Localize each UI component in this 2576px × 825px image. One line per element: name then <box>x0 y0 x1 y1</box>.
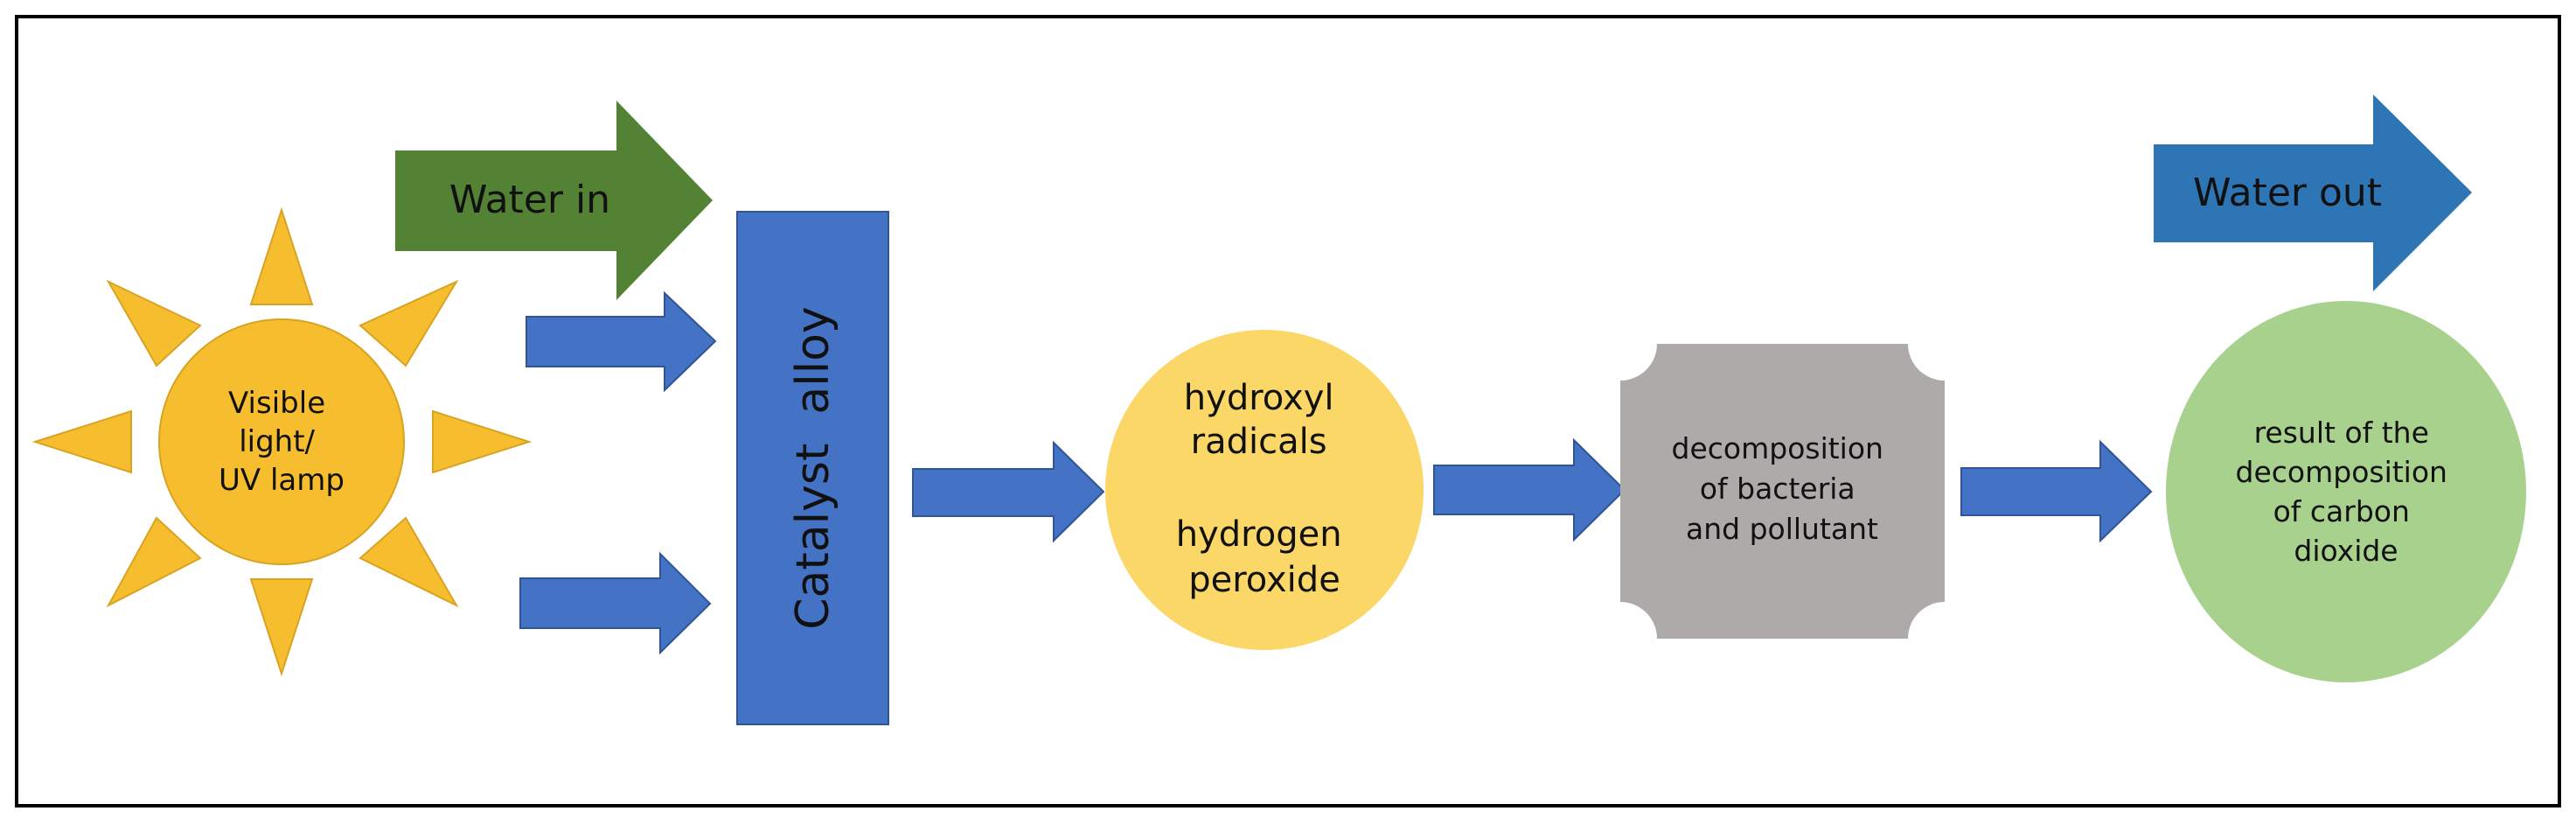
light-to-catalyst-arrow-upper <box>526 290 717 393</box>
decomposition-label-line: and pollutant <box>1686 512 1878 546</box>
sun-label-line: Visible <box>228 386 325 421</box>
sun-ray-top <box>249 206 314 305</box>
catalyst-alloy-rect <box>736 211 889 725</box>
catalyst-alloy-label: Catalyst alloy <box>787 306 839 630</box>
result-label-line: decomposition <box>2236 455 2447 489</box>
sun-ray-bottom <box>249 578 314 677</box>
radicals-circle <box>1105 330 1424 650</box>
decomposition-label-line: of bacteria <box>1700 472 1855 506</box>
result-label-line: result of the <box>2254 416 2429 450</box>
result-label: result of the decomposition of carbon di… <box>2236 416 2457 568</box>
water-out-arrow: Water out <box>2154 94 2472 291</box>
catalyst-alloy-block: Catalyst alloy <box>736 211 889 725</box>
water-out-arrow-shape <box>2154 94 2472 291</box>
result-label-line: dioxide <box>2294 534 2398 568</box>
water-in-label: Water in <box>449 178 610 222</box>
sun-icon: Visible light/ UV lamp <box>31 206 533 677</box>
light-to-catalyst-arrow-lower <box>519 551 712 655</box>
sun-ray-top-right <box>359 279 459 367</box>
sun-ray-top-left <box>106 279 202 367</box>
result-node: result of the decomposition of carbon di… <box>2166 301 2526 682</box>
catalyst-to-radicals-arrow <box>912 440 1105 543</box>
result-label-line: of carbon <box>2273 494 2410 528</box>
result-circle <box>2166 301 2526 682</box>
sun-label: Visible light/ UV lamp <box>219 386 345 498</box>
water-in-arrow-shape <box>395 101 713 300</box>
radicals-label-line: radicals <box>1191 422 1327 462</box>
radicals-to-decomposition-arrow <box>1433 437 1626 542</box>
water-in-arrow: Water in <box>395 101 713 300</box>
sun-core <box>158 318 405 565</box>
radicals-label: hydroxyl radicals hydrogen peroxide <box>1176 378 1354 600</box>
sun-ray-left <box>31 409 132 474</box>
radicals-label-line: peroxide <box>1188 560 1340 600</box>
water-out-label: Water out <box>2193 171 2382 215</box>
decomposition-node: decomposition of bacteria and pollutant <box>1620 344 1945 639</box>
radicals-label-line: hydroxyl <box>1184 378 1334 418</box>
radicals-label-line: hydrogen <box>1176 514 1342 555</box>
sun-label-line: light/ <box>239 424 315 459</box>
radicals-node: hydroxyl radicals hydrogen peroxide <box>1105 330 1424 650</box>
sun-ray-bottom-left <box>106 516 202 608</box>
decomposition-to-result-arrow <box>1960 439 2153 543</box>
sun-label-line: UV lamp <box>219 463 345 498</box>
decomposition-shape <box>1620 344 1945 639</box>
sun-ray-right <box>432 409 533 474</box>
decomposition-label: decomposition of bacteria and pollutant <box>1672 431 1893 546</box>
sun-ray-bottom-right <box>359 516 459 608</box>
decomposition-label-line: decomposition <box>1672 431 1883 465</box>
